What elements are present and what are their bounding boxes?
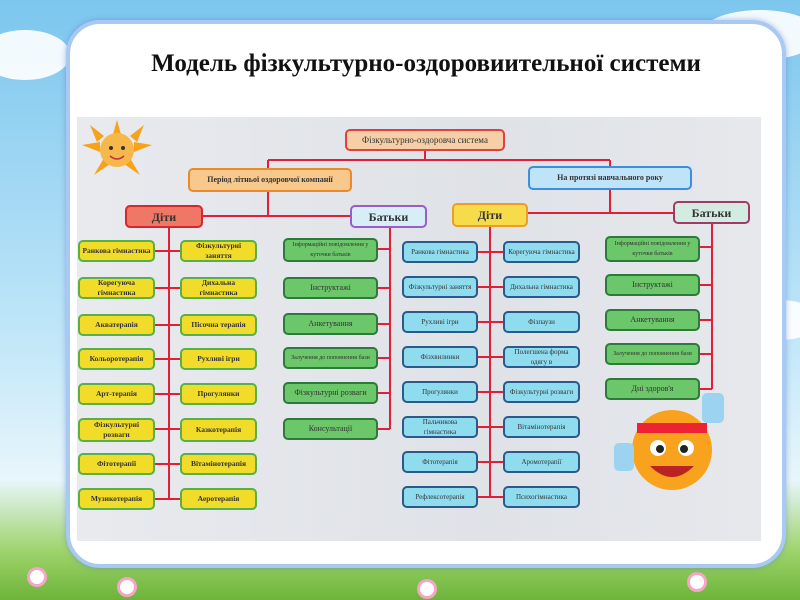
school-children-item: Фізкультурні заняття xyxy=(402,276,478,298)
school-children-item: Психогімнастика xyxy=(503,486,580,508)
summer-parents-item: Анкетування xyxy=(283,313,378,335)
school-children-item: Рефлексотерапія xyxy=(402,486,478,508)
smiley-dumbbell-icon xyxy=(614,393,724,490)
summer-parents-item: Консультації xyxy=(283,418,378,440)
sun-icon xyxy=(82,120,152,175)
school-children-item: Ранкова гімнастика xyxy=(402,241,478,263)
school-parents-item: Інструктажі xyxy=(605,274,700,296)
school-children-item: Вітамінотерапія xyxy=(503,416,580,438)
summer-children-item: Прогулянки xyxy=(180,383,257,405)
school-children-item: Дихальна гімнастика xyxy=(503,276,580,298)
school-children-item: Фітотерапія xyxy=(402,451,478,473)
summer-parents-node: Батьки xyxy=(350,205,427,228)
school-parents-item: Анкетування xyxy=(605,309,700,331)
school-parents-item: Інформаційні повідомлення у куточки бать… xyxy=(605,236,700,262)
summer-children-item: Фітотерапії xyxy=(78,453,155,475)
summer-children-node: Діти xyxy=(125,205,203,228)
flower-decoration xyxy=(420,582,434,596)
summer-children-item: Фізкультурні розваги xyxy=(78,418,155,442)
summer-children-item: Кольоротерапія xyxy=(78,348,155,370)
school-children-item: Фізкультурні розваги xyxy=(503,381,580,403)
cloud xyxy=(0,30,70,80)
school-parents-item: Дні здоров'я xyxy=(605,378,700,400)
summer-parents-item: Інструктажі xyxy=(283,277,378,299)
connector-lines xyxy=(155,150,713,500)
summer-children-item: Пісочна терапія xyxy=(180,314,257,336)
summer-children-item: Рухливі ігри xyxy=(180,348,257,370)
school-children-item: Пальчикова гімнастика xyxy=(402,416,478,438)
school-children-item: Прогулянки xyxy=(402,381,478,403)
summer-children-item: Аеротерапія xyxy=(180,488,257,510)
school-children-item: Полегшена форма одягу в xyxy=(503,346,580,368)
summer-period-node: Період літньої оздоровчої компанії xyxy=(188,168,352,192)
summer-children-item: Арт-терапія xyxy=(78,383,155,405)
school-parents-node: Батьки xyxy=(673,201,750,224)
summer-children-item: Ранкова гімнастика xyxy=(78,240,155,262)
summer-children-item: Музикотерапія xyxy=(78,488,155,510)
summer-children-item: Акватерапія xyxy=(78,314,155,336)
school-parents-item: Залучення до поповнення бази xyxy=(605,343,700,365)
summer-children-item: Дихальна гімнастика xyxy=(180,277,257,299)
summer-children-item: Казкотерапія xyxy=(180,418,257,442)
flower-decoration xyxy=(690,575,704,589)
summer-children-item: Фізкультурні заняття xyxy=(180,240,257,262)
root-node: Фізкультурно-оздоровча система xyxy=(345,129,505,151)
slide-title: Модель фізкультурно-оздоровиительної сис… xyxy=(151,50,701,77)
school-children-item: Аромотерапії xyxy=(503,451,580,473)
school-children-item: Фізпаузи xyxy=(503,311,580,333)
school-children-item: Рухливі ігри xyxy=(402,311,478,333)
summer-parents-item: Інформаційні повідомлення у куточки бать… xyxy=(283,238,378,262)
school-children-item: Корегуюча гімнастика xyxy=(503,241,580,263)
school-children-item: Фізхвилинки xyxy=(402,346,478,368)
flower-decoration xyxy=(30,570,44,584)
school-year-node: На протязі навчального року xyxy=(528,166,692,190)
school-children-node: Діти xyxy=(452,203,528,227)
summer-parents-item: Залучення до поповнення бази xyxy=(283,347,378,369)
flower-decoration xyxy=(120,580,134,594)
summer-children-item: Вітамінотерапія xyxy=(180,453,257,475)
summer-children-item: Корегуюча гімнастика xyxy=(78,277,155,299)
summer-parents-item: Фізкультурні розваги xyxy=(283,382,378,404)
